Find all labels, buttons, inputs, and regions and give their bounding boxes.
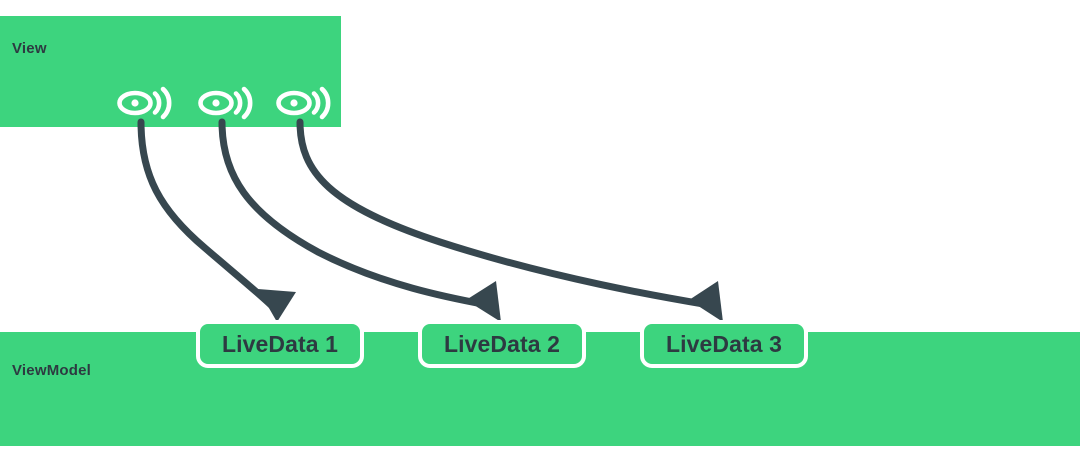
livedata-chip[interactable]: LiveData 1 bbox=[196, 320, 364, 368]
connector-arrow-2 bbox=[218, 118, 501, 322]
eye-observer-icon bbox=[116, 83, 172, 123]
livedata-chip-label: LiveData 3 bbox=[665, 330, 783, 357]
view-layer-label: View bbox=[12, 40, 47, 57]
connector-arrow-1 bbox=[137, 118, 296, 322]
livedata-chip[interactable]: LiveData 2 bbox=[418, 320, 586, 368]
eye-observer-icon bbox=[275, 83, 331, 123]
connector-arrow-3 bbox=[296, 118, 723, 322]
livedata-chip-label: LiveData 2 bbox=[443, 330, 561, 357]
livedata-chip-label: LiveData 1 bbox=[221, 330, 339, 357]
eye-observer-icon bbox=[197, 83, 253, 123]
viewmodel-layer-label: ViewModel bbox=[12, 362, 92, 379]
livedata-chip[interactable]: LiveData 3 bbox=[640, 320, 808, 368]
